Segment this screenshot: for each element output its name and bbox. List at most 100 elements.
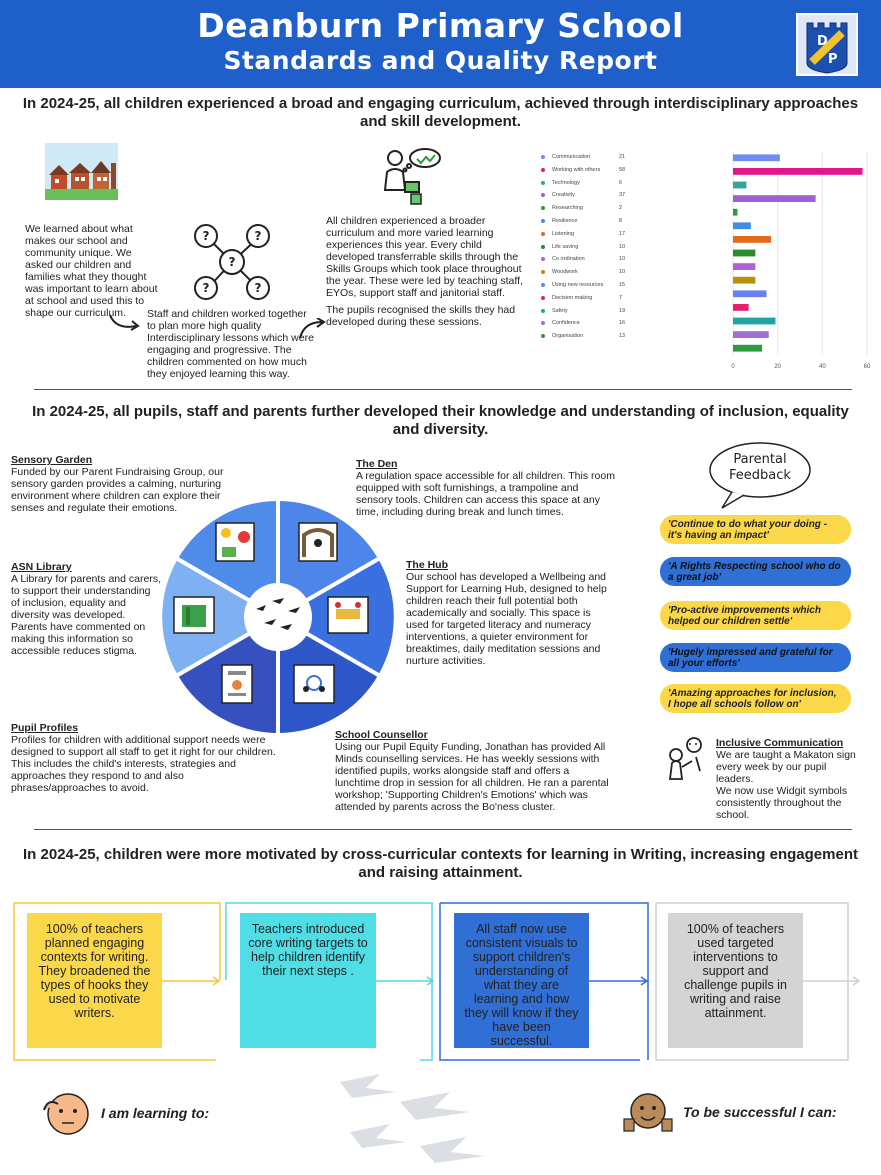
chart-bar	[733, 208, 738, 216]
chart-bar	[733, 195, 816, 202]
svg-text:?: ?	[255, 281, 262, 295]
chart-legend-row: Listening 17	[538, 228, 638, 240]
the-den-block: The Den A regulation space accessible fo…	[356, 458, 618, 518]
sensory-garden-title: Sensory Garden	[11, 454, 93, 466]
makaton-signing-icon	[666, 737, 712, 783]
chart-x-tick-label: 0	[731, 364, 735, 370]
chart-legend-swatch	[541, 193, 545, 198]
chart-legend-label: Resilience	[552, 218, 578, 224]
svg-text:?: ?	[255, 229, 262, 243]
flying-birds-watermark	[330, 1062, 510, 1172]
chart-legend-label: Listening	[552, 230, 575, 237]
the-den-title: The Den	[356, 458, 398, 470]
sensory-garden-text: Funded by our Parent Fundraising Group, …	[11, 466, 224, 514]
chart-legend-value: 8	[619, 218, 623, 224]
chart-legend-value: 7	[619, 294, 623, 301]
skills-recognised-text: The pupils recognised the skills they ha…	[326, 304, 516, 328]
chart-legend-swatch	[541, 308, 545, 313]
chart-bar	[733, 331, 769, 338]
the-hub-title: The Hub	[406, 559, 448, 571]
chart-legend-label: Life saving	[552, 243, 579, 250]
inclusive-communication-block: Inclusive Communication We are taught a …	[716, 737, 856, 821]
chart-legend-row: Resilience 8	[538, 215, 638, 227]
svg-text:?: ?	[229, 255, 236, 269]
chart-bar	[733, 344, 763, 352]
school-counsellor-title: School Counsellor	[335, 729, 428, 741]
feedback-quote-3: 'Pro-active improvements which helped ou…	[660, 601, 851, 630]
chart-legend-swatch	[541, 180, 545, 185]
chart-bar	[733, 317, 776, 325]
pupil-profiles-text: Profiles for children with additional su…	[11, 734, 276, 794]
school-title: Deanburn Primary School	[197, 6, 684, 45]
the-den-text: A regulation space accessible for all ch…	[356, 470, 615, 518]
chart-legend-value: 17	[619, 230, 626, 237]
school-counsellor-block: School Counsellor Using our Pupil Equity…	[335, 729, 613, 813]
feedback-quote-4: 'Hugely impressed and grateful for all y…	[660, 643, 851, 672]
thinking-network-icon: ?????	[190, 222, 274, 302]
curved-arrow-icon	[108, 312, 142, 337]
chart-legend-value: 37	[619, 192, 626, 199]
chart-legend-row: Organisation 13	[538, 330, 638, 342]
pupil-profiles-title: Pupil Profiles	[11, 722, 79, 734]
chart-legend-value: 16	[619, 320, 626, 327]
chart-x-tick-label: 40	[819, 364, 826, 370]
chart-legend-label: Technology	[552, 179, 580, 186]
svg-text:?: ?	[203, 229, 210, 243]
chart-legend-swatch	[541, 244, 545, 249]
chart-legend-swatch	[541, 206, 545, 211]
chart-legend-label: Woodwork	[552, 269, 578, 276]
section-divider	[34, 389, 852, 390]
process-step-3: All staff now use consistent visuals to …	[454, 913, 589, 1048]
feedback-heading-line2: Feedback	[729, 468, 791, 483]
makaton-text: We are taught a Makaton sign every week …	[716, 749, 856, 785]
process-step-2: Teachers introduced core writing targets…	[240, 913, 376, 1048]
inclusion-wheel	[158, 496, 398, 738]
chart-legend-swatch	[541, 295, 545, 300]
sensory-garden-block: Sensory Garden Funded by our Parent Fund…	[11, 454, 236, 514]
school-crest-logo: D P	[796, 13, 858, 76]
chart-legend-value: 19	[619, 307, 626, 314]
widgit-text: We now use Widgit symbols consistently t…	[716, 785, 848, 821]
feedback-quote-2: 'A Rights Respecting school who do a gre…	[660, 557, 851, 586]
chart-legend-label: Researching	[552, 205, 583, 212]
feedback-heading-line1: Parental	[733, 452, 786, 467]
chart-legend-row: Technology 6	[538, 177, 638, 189]
chart-legend-label: Co ordination	[552, 256, 585, 263]
chart-legend-value: 6	[619, 179, 623, 186]
chart-x-tick-label: 60	[864, 364, 871, 370]
chart-bar	[733, 154, 780, 162]
thumbs-up-face-icon	[622, 1089, 674, 1137]
chart-legend-value: 58	[619, 166, 626, 173]
section3-title: In 2024-25, children were more motivated…	[23, 846, 858, 881]
chart-legend-swatch	[541, 321, 545, 326]
asn-library-title: ASN Library	[11, 561, 72, 573]
chart-bar	[733, 168, 863, 175]
chart-legend-swatch	[541, 334, 545, 339]
chart-legend-label: Organisation	[552, 333, 584, 340]
chart-bar	[733, 249, 756, 257]
chart-legend-swatch	[541, 155, 545, 159]
school-counsellor-text: Using our Pupil Equity Funding, Jonathan…	[335, 741, 609, 813]
chart-legend-label: Communication	[552, 154, 591, 160]
success-criteria-label: To be successful I can:	[683, 1104, 837, 1120]
crest-letter-p: P	[828, 52, 838, 67]
chart-legend-value: 10	[619, 243, 626, 250]
chart-legend-swatch	[541, 270, 545, 275]
process-step-1: 100% of teachers planned engaging contex…	[27, 913, 162, 1048]
chart-legend-value: 15	[619, 282, 626, 288]
feedback-quote-5: 'Amazing approaches for inclusion, I hop…	[660, 684, 851, 713]
chart-legend-row: Life saving 10	[538, 241, 638, 253]
chart-legend-label: Working with others	[552, 166, 601, 173]
chart-bar	[733, 181, 747, 189]
asn-library-block: ASN Library A Library for parents and ca…	[11, 561, 161, 657]
chart-legend-value: 13	[619, 333, 626, 340]
section2-title: In 2024-25, all pupils, staff and parent…	[32, 403, 849, 438]
inclusive-communication-title: Inclusive Communication	[716, 737, 844, 749]
